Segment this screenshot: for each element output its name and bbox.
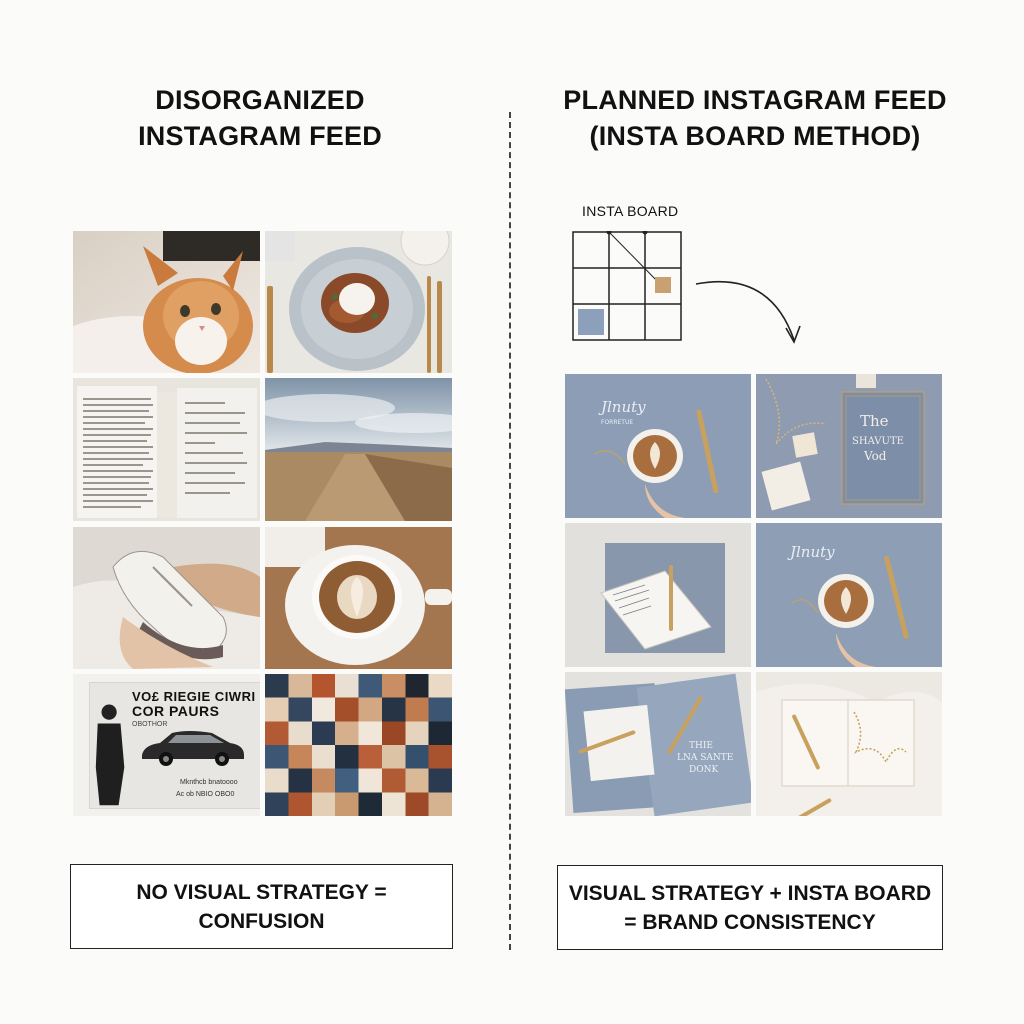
sneaker-illustration [73,527,260,669]
open-notebook-tile [756,672,942,816]
car-ad-footer-1: Mknthcb bnatoooo [180,779,238,786]
car-ad-small-text: OBOTHOR [132,721,168,728]
latte-illustration [265,527,452,669]
blue-latte-tile-2: Jlnuty [756,523,942,667]
right-section-title: PLANNED INSTAGRAM FEED (INSTA BOARD METH… [540,82,970,154]
car-ad-headline-1: VO£ RIEGIE CIWRI OE [132,689,260,704]
geometric-pattern-illustration [265,674,452,816]
script-text-1-sub: FORRETUE [601,419,633,426]
open-notebook-illustration [756,672,942,816]
dashed-divider [509,112,511,950]
left-title-line-2: INSTAGRAM FEED [138,121,382,151]
doc-text-1: THIE [689,741,713,751]
book-text-1: The [860,412,889,430]
car-ad-card: VO£ RIEGIE CIWRI OE COR PAURS OBOTHOR Mk… [89,682,260,809]
doc-text-3: DONK [689,765,718,775]
latte-photo-tile [265,527,452,669]
car-ad-footer-2: Ac ob NBIO OBO0 [176,791,235,798]
food-plate-illustration [265,231,452,373]
blue-book-illustration: The SHAVUTE Vod [756,374,942,518]
script-text-2: Jlnuty [787,543,835,561]
script-text-1: Jlnuty [598,398,646,416]
left-caption-line-1: NO VISUAL STRATEGY = [136,880,387,904]
book-text-2: SHAVUTE [852,436,904,447]
blue-latte-illustration-1: Jlnuty FORRETUE [565,374,751,518]
car-ad-tile: VO£ RIEGIE CIWRI OE COR PAURS OBOTHOR Mk… [73,674,260,816]
cat-illustration [73,231,260,373]
man-silhouette [95,704,125,806]
cat-photo-tile [73,231,260,373]
insta-board-label: INSTA BOARD [582,203,679,219]
right-title-line-1: PLANNED INSTAGRAM FEED [563,85,947,115]
notebook-tile [565,523,751,667]
geometric-pattern-tile [265,674,452,816]
document-illustration [73,378,260,521]
left-caption-box: NO VISUAL STRATEGY = CONFUSION [70,864,453,949]
insta-board-grid-diagram [572,231,682,341]
car-illustration [142,731,244,766]
doc-text-2: LNA SANTE [677,753,733,763]
blue-latte-tile-1: Jlnuty FORRETUE [565,374,751,518]
blue-latte-illustration-2: Jlnuty [756,523,942,667]
right-caption-line-1: VISUAL STRATEGY + INSTA BOARD [568,881,932,905]
board-accent-blue-square [578,309,604,335]
board-accent-tan-square [655,277,671,293]
blue-stationery-illustration: THIE LNA SANTE DONK [565,672,751,816]
document-photo-tile [73,378,260,521]
right-title-line-2: (INSTA BOARD METHOD) [589,121,921,151]
blue-book-tile: The SHAVUTE Vod [756,374,942,518]
sneaker-photo-tile [73,527,260,669]
left-caption-line-2: CONFUSION [198,909,325,933]
car-ad-headline-2: COR PAURS [132,703,220,719]
right-caption-line-2: = BRAND CONSISTENCY [624,910,876,934]
curved-arrow-icon [695,280,801,344]
right-caption-box: VISUAL STRATEGY + INSTA BOARD = BRAND CO… [557,865,943,950]
food-plate-photo-tile [265,231,452,373]
notebook-illustration [565,523,751,667]
left-section-title: DISORGANIZED INSTAGRAM FEED [60,82,460,154]
blue-stationery-tile: THIE LNA SANTE DONK [565,672,751,816]
landscape-photo-tile [265,378,452,521]
left-title-line-1: DISORGANIZED [155,85,365,115]
landscape-illustration [265,378,452,521]
book-text-3: Vod [863,449,887,463]
